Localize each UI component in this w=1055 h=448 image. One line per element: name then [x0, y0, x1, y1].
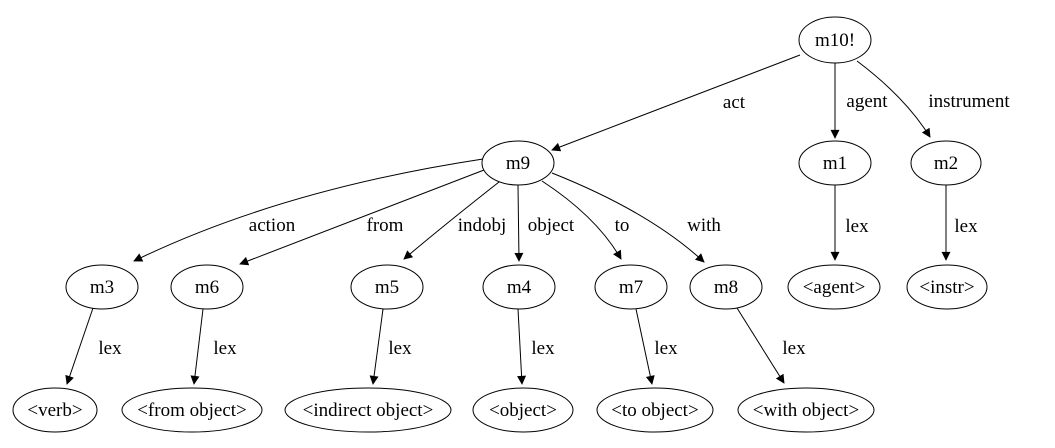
node-object-lex: <object>: [472, 387, 574, 433]
node-m1: m1: [798, 140, 872, 186]
node-label-to-object-lex: <to object>: [611, 400, 698, 421]
edge-m6-from-object: [190, 308, 204, 385]
node-m7: m7: [594, 264, 668, 310]
node-label-verb-lex: <verb>: [27, 400, 82, 421]
node-m3-ellipse: [65, 264, 139, 310]
node-with-object-lex-ellipse: [737, 387, 875, 433]
edge-label-instrument: instrument: [928, 91, 1010, 112]
node-m3: m3: [65, 264, 139, 310]
node-label-m5: m5: [375, 277, 399, 298]
node-label-m2: m2: [934, 153, 958, 174]
edge-label-object: object: [528, 215, 575, 236]
edge-label-lex-instr: lex: [954, 216, 978, 237]
node-label-m8: m8: [714, 277, 738, 298]
node-instr-lex-ellipse: [906, 264, 988, 310]
node-to-object-lex: <to object>: [596, 387, 714, 433]
node-m9-ellipse: [481, 140, 555, 186]
node-m8: m8: [689, 264, 763, 310]
node-label-indirect-object-lex: <indirect object>: [303, 400, 434, 421]
node-verb-lex-ellipse: [12, 387, 98, 433]
edge-label-to: to: [615, 215, 630, 236]
node-label-m1: m1: [823, 153, 847, 174]
node-label-m7: m7: [619, 277, 643, 298]
edge-m9-m7: [541, 180, 622, 260]
node-agent-lex: <agent>: [787, 264, 881, 310]
edge-label-lex-to-object: lex: [654, 338, 678, 359]
node-label-m4: m4: [507, 277, 532, 298]
edge-m9-m8: [551, 172, 705, 263]
node-m2-ellipse: [910, 140, 982, 186]
node-m6: m6: [170, 264, 244, 310]
edge-label-with: with: [687, 215, 721, 236]
node-label-m6: m6: [195, 277, 219, 298]
node-instr-lex: <instr>: [906, 264, 988, 310]
edge-m7-to-object: [635, 308, 655, 385]
edge-label-lex-with-object: lex: [782, 338, 806, 359]
node-indirect-object-lex-ellipse: [284, 387, 452, 433]
node-to-object-lex-ellipse: [596, 387, 714, 433]
node-m5: m5: [350, 264, 424, 310]
edge-label-from: from: [367, 215, 404, 236]
node-m7-ellipse: [594, 264, 668, 310]
edge-label-act: act: [723, 92, 746, 113]
edge-m9-m6: [239, 169, 485, 266]
edge-m3-verb: [65, 307, 94, 385]
edge-m9-m3: [133, 158, 484, 262]
node-label-object-lex: <object>: [489, 400, 557, 421]
edge-label-agent: agent: [846, 91, 888, 112]
edge-label-lex-object: lex: [531, 338, 555, 359]
edge-m9-m4: [514, 184, 524, 262]
edge-m9-m5: [403, 181, 500, 260]
node-from-object-lex: <from object>: [121, 387, 263, 433]
node-agent-lex-ellipse: [787, 264, 881, 310]
node-verb-lex: <verb>: [12, 387, 98, 433]
edge-label-action: action: [249, 215, 296, 236]
node-label-agent-lex: <agent>: [803, 277, 866, 298]
node-label-instr-lex: <instr>: [919, 277, 974, 298]
node-label-with-object-lex: <with object>: [753, 400, 859, 421]
node-m10-ellipse: [798, 16, 872, 64]
edge-m4-object: [517, 308, 527, 385]
edge-label-lex-verb: lex: [98, 338, 122, 359]
edge-m10-m2: [856, 60, 931, 138]
node-m10: m10!: [798, 16, 872, 64]
node-m6-ellipse: [170, 264, 244, 310]
node-from-object-lex-ellipse: [121, 387, 263, 433]
node-m1-ellipse: [798, 140, 872, 186]
edge-label-lex-from-object: lex: [213, 338, 237, 359]
edge-label-indobj: indobj: [458, 215, 507, 236]
edge-label-lex-agent: lex: [845, 216, 869, 237]
edge-m5-indirect-object: [369, 308, 384, 385]
node-label-m3: m3: [90, 277, 114, 298]
node-m8-ellipse: [689, 264, 763, 310]
node-label-m10: m10!: [815, 30, 855, 51]
node-m4-ellipse: [482, 264, 556, 310]
edge-label-lex-indirect-object: lex: [388, 338, 412, 359]
node-with-object-lex: <with object>: [737, 387, 875, 433]
edge-m10-m9: [551, 54, 801, 152]
edge-m8-with-object: [736, 307, 785, 384]
node-m4: m4: [482, 264, 556, 310]
node-m5-ellipse: [350, 264, 424, 310]
node-label-from-object-lex: <from object>: [137, 400, 247, 421]
node-m2: m2: [910, 140, 982, 186]
node-label-m9: m9: [506, 153, 530, 174]
node-indirect-object-lex: <indirect object>: [284, 387, 452, 433]
node-m9: m9: [481, 140, 555, 186]
node-object-lex-ellipse: [472, 387, 574, 433]
